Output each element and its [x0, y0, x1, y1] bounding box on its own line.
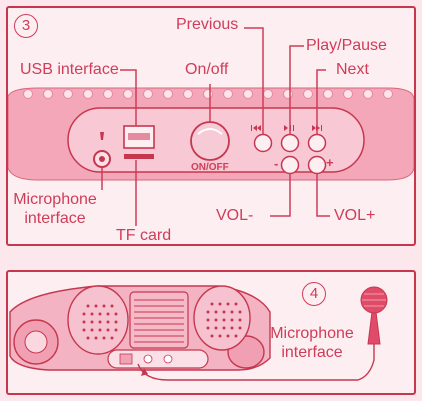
- label-microphone-interface-4: Microphone interface: [264, 326, 360, 361]
- label-vol-plus: VOL+: [334, 207, 376, 224]
- label-microphone-line2-4: interface: [281, 344, 343, 361]
- speaker-microphone-illustration: [9, 285, 388, 381]
- vol-plus-button-icon: [307, 155, 327, 175]
- label-play-pause: Play/Pause: [306, 37, 387, 54]
- panel-step-4: 4 Microphone interface: [6, 270, 416, 395]
- tf-card-slot-icon: [124, 154, 154, 159]
- label-next: Next: [336, 61, 369, 78]
- label-on-off: On/off: [185, 61, 229, 78]
- left-speaker-grille: [67, 285, 129, 355]
- label-microphone-line1-4: Microphone: [270, 325, 354, 342]
- play-pause-glyph-icon: [284, 125, 294, 131]
- bottom-control-strip: [107, 349, 209, 369]
- previous-button-icon: [253, 133, 273, 153]
- device-plus-sign: +: [326, 155, 334, 170]
- step-number-4: 4: [302, 282, 326, 306]
- step-number-3: 3: [14, 14, 38, 38]
- panel-step-3: 3 Previous Play/Pause USB interface On/o…: [6, 6, 416, 246]
- microphone-symbol-icon: [100, 132, 104, 140]
- next-button-icon: [307, 133, 327, 153]
- label-vol-minus: VOL-: [216, 207, 254, 224]
- label-previous: Previous: [176, 16, 239, 33]
- label-usb-interface: USB interface: [20, 61, 119, 78]
- label-microphone-line1: Microphone: [13, 191, 97, 208]
- microphone-icon: [360, 286, 388, 345]
- label-tf-card: TF card: [116, 227, 172, 244]
- play-pause-button-icon: [280, 133, 300, 153]
- label-microphone-line2: interface: [24, 210, 86, 227]
- label-microphone-interface: Microphone interface: [8, 192, 102, 227]
- device-minus-sign: -: [274, 156, 279, 171]
- on-off-knob-icon: [190, 121, 230, 161]
- control-panel-illustration: [8, 27, 414, 226]
- led-dot-row: [23, 89, 393, 99]
- right-speaker-grille: [193, 285, 251, 351]
- device-on-off-print: ON/OFF: [191, 162, 229, 173]
- vol-minus-button-icon: [280, 155, 300, 175]
- previous-glyph-icon: [251, 125, 261, 131]
